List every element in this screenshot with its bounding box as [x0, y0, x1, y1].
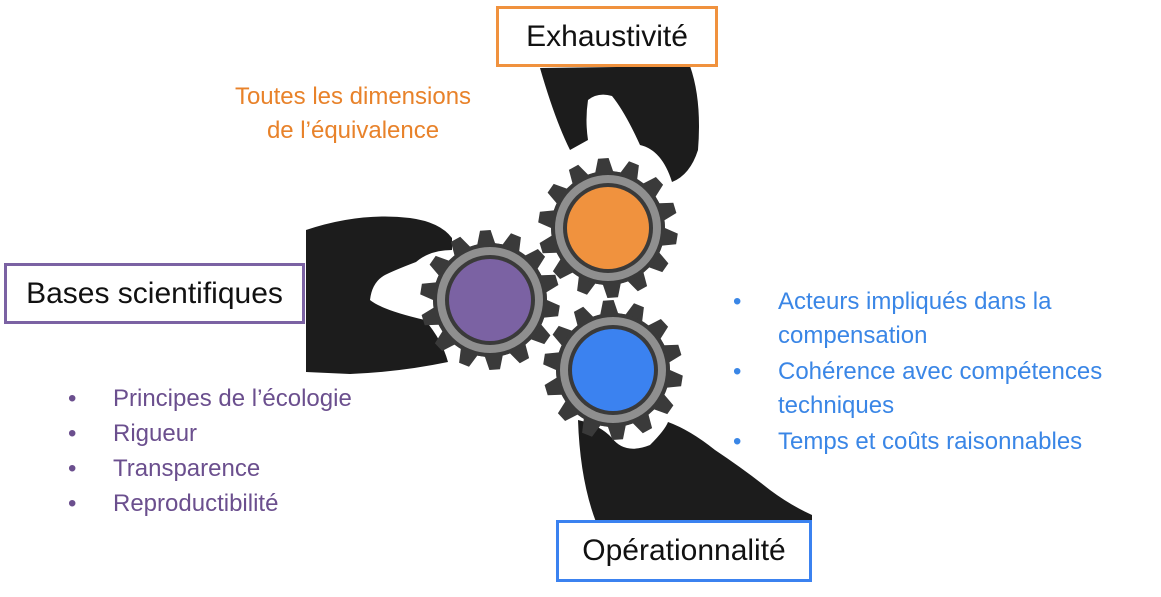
operationnalite-label: Opérationnalité	[582, 534, 786, 567]
gear-blue-center	[572, 329, 654, 411]
list-item: • Reproductibilité	[68, 486, 352, 521]
operationnalite-bullets: •Acteurs impliqués dans la compensation …	[733, 285, 1133, 461]
exhaustivite-description: Toutes les dimensions de l’équivalence	[208, 80, 498, 148]
bullet-icon: •	[733, 358, 742, 385]
exhaustivite-description-line2: de l’équivalence	[266, 117, 440, 144]
bullet-text: Acteurs impliqués dans la compensation	[778, 288, 1052, 349]
bullet-icon: •	[68, 420, 77, 447]
bullet-text: Transparence	[113, 455, 261, 482]
hand-left	[306, 216, 452, 374]
bullet-text: Principes de l’écologie	[113, 385, 352, 412]
bullet-icon: •	[733, 428, 742, 455]
exhaustivite-label: Exhaustivité	[526, 19, 688, 53]
bullet-icon: •	[68, 455, 77, 482]
bases-scientifiques-bullets: • Principes de l’écologie • Rigueur • Trans…	[68, 381, 352, 521]
hand-bottom	[578, 420, 812, 522]
bullet-icon: •	[68, 385, 77, 412]
exhaustivite-box: Exhaustivité	[496, 6, 718, 67]
list-item: • Principes de l’écologie	[68, 381, 352, 416]
bases-scientifiques-label: Bases scientifiques	[26, 276, 283, 310]
bullet-text: Temps et coûts raisonnables	[778, 428, 1083, 455]
list-item: • Acteurs impliqués dans la compensation	[733, 285, 1133, 353]
hand-top	[540, 66, 699, 182]
list-item: • Temps et coûts raisonnables	[733, 425, 1133, 459]
bullet-text: Reproductibilité	[113, 490, 279, 517]
list-item: • Transparence	[68, 451, 352, 486]
list-item: • Cohérence avec compétences techniques	[733, 355, 1133, 423]
gear-orange-center	[567, 187, 649, 269]
bullet-text: Rigueur	[113, 420, 198, 447]
bases-scientifiques-box: Bases scientifiques	[4, 263, 305, 324]
bullet-text: Cohérence avec compétences techniques	[778, 358, 1103, 419]
list-item: • Rigueur	[68, 416, 352, 451]
bullet-icon: •	[733, 288, 742, 315]
bullet-icon: •	[68, 490, 77, 517]
exhaustivite-description-line1: Toutes les dimensions	[234, 83, 472, 110]
operationnalite-box: Opérationnalité	[556, 520, 812, 582]
gear-purple-center	[449, 259, 531, 341]
